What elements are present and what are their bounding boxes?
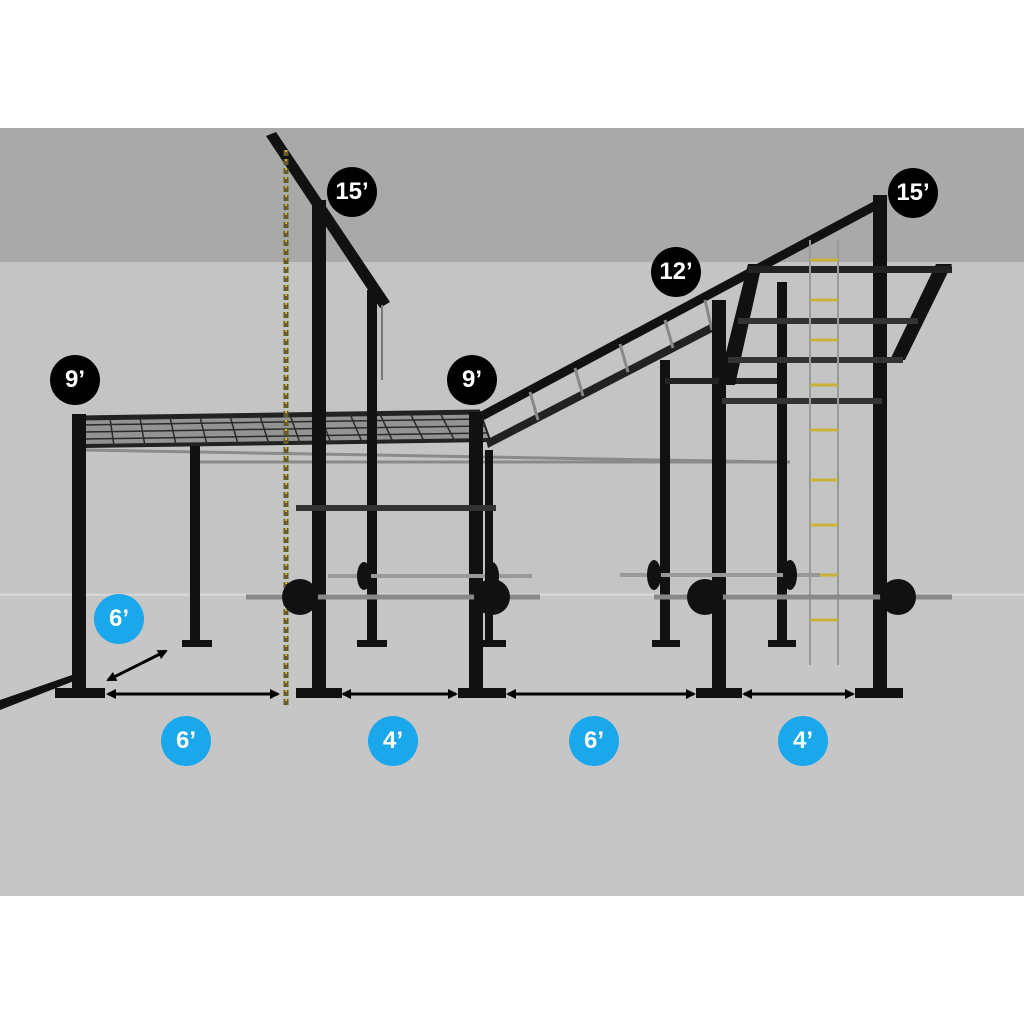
post-middle-front bbox=[469, 412, 483, 696]
wing-bar-4 bbox=[722, 398, 882, 404]
wing-top-bar bbox=[748, 266, 952, 273]
slope-beam-top bbox=[480, 198, 884, 420]
width-badge-depth: 6’ bbox=[94, 594, 144, 644]
post-rope-front bbox=[312, 200, 326, 696]
rope-tower-beam bbox=[266, 132, 390, 308]
height-badge-rope-tower: 15’ bbox=[327, 167, 377, 217]
barbell-left-back bbox=[328, 562, 532, 590]
barbell-right-front bbox=[654, 579, 952, 615]
post-rope-back bbox=[367, 290, 377, 642]
width-badge-bay-4: 4’ bbox=[778, 716, 828, 766]
height-badge-left-end: 9’ bbox=[50, 355, 100, 405]
post-middle-back bbox=[485, 450, 493, 642]
foot-plates bbox=[55, 640, 903, 698]
post-12-back bbox=[660, 360, 670, 642]
post-right-back bbox=[777, 282, 787, 642]
post-12-front bbox=[712, 300, 726, 696]
barbell-right-back bbox=[620, 560, 820, 590]
barbell-left-front bbox=[246, 579, 540, 615]
dimension-arrows bbox=[106, 649, 855, 699]
width-badge-bay-2: 4’ bbox=[368, 716, 418, 766]
width-badge-bay-3: 6’ bbox=[569, 716, 619, 766]
rack-crossbar bbox=[296, 505, 496, 511]
height-badge-right-tower: 15’ bbox=[888, 168, 938, 218]
wing-left bbox=[718, 264, 762, 385]
width-badge-bay-1: 6’ bbox=[161, 716, 211, 766]
rope-ladder bbox=[809, 240, 839, 665]
post-left-back bbox=[190, 446, 200, 642]
height-badge-slope-mid: 12’ bbox=[651, 247, 701, 297]
slope-rungs bbox=[528, 299, 714, 421]
slope-beam-lower bbox=[486, 318, 724, 448]
backdrop-upper-wall bbox=[0, 128, 1024, 262]
rope-tower-brace bbox=[316, 200, 326, 250]
wing-bar-2 bbox=[738, 318, 918, 324]
wing-right bbox=[890, 264, 952, 360]
floor-strap bbox=[0, 675, 74, 710]
floor bbox=[0, 596, 1024, 896]
wing-bar-3 bbox=[728, 357, 903, 363]
post-left-front bbox=[72, 414, 86, 696]
height-badge-middle-post: 9’ bbox=[447, 355, 497, 405]
